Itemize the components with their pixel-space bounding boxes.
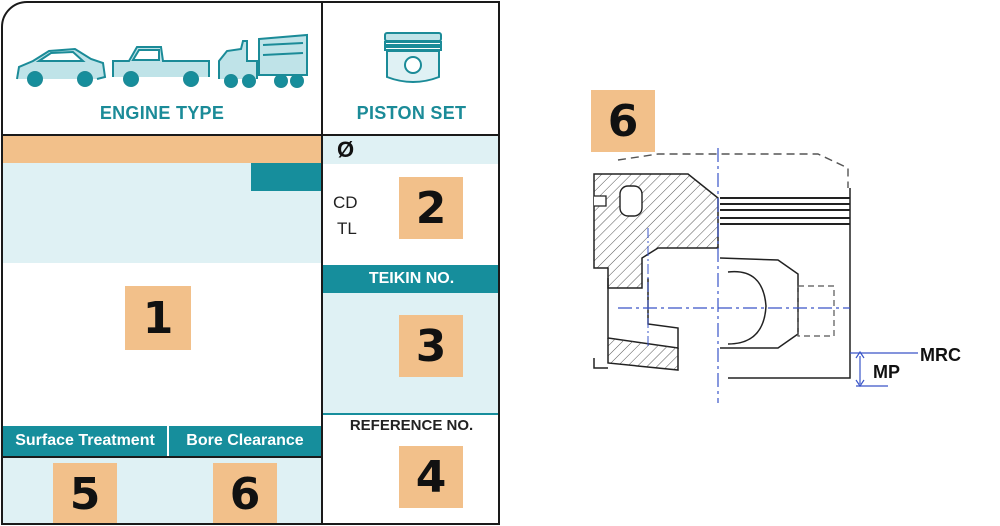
cd-label: CD: [333, 193, 358, 212]
marker-4: 4: [399, 446, 463, 508]
diameter-row: [323, 136, 498, 164]
column-divider: [321, 3, 323, 523]
marker-5: 5: [53, 463, 117, 523]
marker-2: 2: [399, 177, 463, 239]
tab-divider: [167, 426, 169, 456]
engine-code-tag: [251, 163, 321, 191]
reference-card: ENGINE TYPE PISTON SET 1 Surface Treatme…: [1, 1, 500, 525]
piston-cross-section: [588, 148, 978, 408]
header-divider: [3, 134, 498, 136]
bore-clearance-label: Bore Clearance: [186, 432, 304, 449]
tl-label: TL: [337, 219, 357, 238]
bottom-tab-bar: [3, 426, 321, 456]
piston-icon: [375, 25, 451, 87]
engine-name-strip: [3, 136, 321, 163]
diameter-symbol: Ø: [337, 137, 355, 162]
reference-no-label: REFERENCE NO.: [349, 417, 474, 434]
marker-3: 3: [399, 315, 463, 377]
engine-type-label: ENGINE TYPE: [99, 103, 225, 123]
reference-rule: [323, 413, 498, 415]
marker-1: 1: [125, 286, 191, 350]
diagram-marker-6: 6: [591, 90, 655, 152]
surface-treatment-label: Surface Treatment: [15, 432, 155, 449]
mp-label: MP: [873, 362, 900, 382]
semi-truck-icon: [218, 33, 308, 88]
tab-bottom-rule: [3, 456, 321, 458]
piston-set-label: PISTON SET: [356, 103, 467, 123]
car-icon: [16, 33, 308, 88]
marker-6: 6: [213, 463, 277, 523]
mrc-label: MRC: [920, 345, 961, 365]
pickup-truck-icon: [112, 46, 210, 87]
teikin-no-label: TEIKIN NO.: [323, 265, 498, 293]
vehicle-icons: [11, 31, 311, 93]
